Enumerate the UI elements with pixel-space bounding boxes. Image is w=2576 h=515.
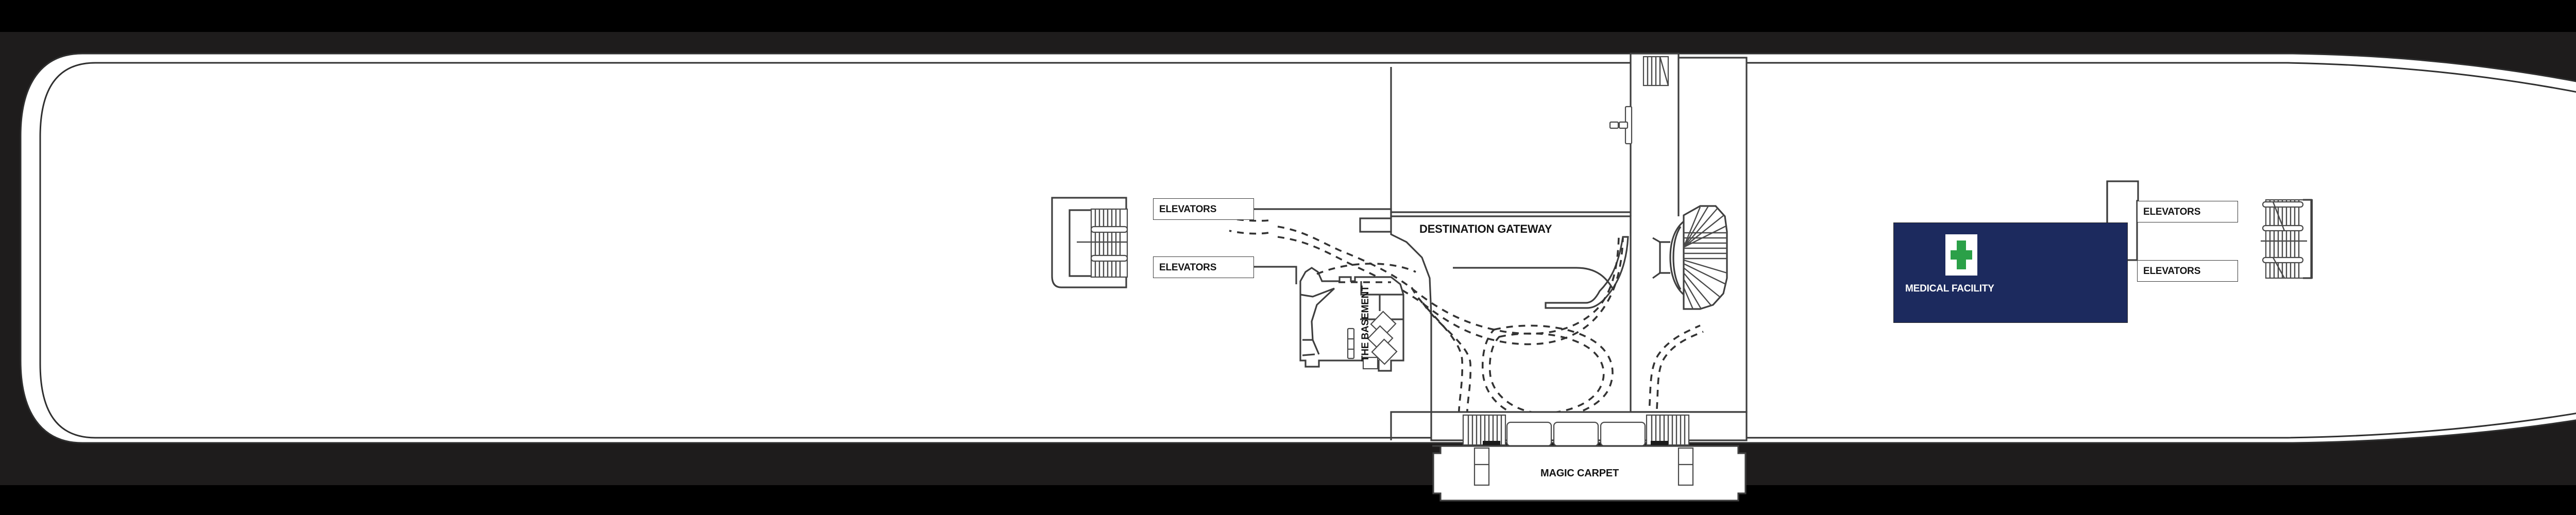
elevator-bank-aft-lower-label: ELEVATORS [2143,266,2201,277]
elevator-bank-fwd-lower-label: ELEVATORS [1159,262,1217,273]
elevator-bank-fwd-lower[interactable]: ELEVATORS [1153,256,1254,278]
elevator-bank-aft-upper[interactable]: ELEVATORS [2137,201,2238,222]
elevator-bank-aft-lower[interactable]: ELEVATORS [2137,260,2238,282]
elevator-bank-fwd-upper-label: ELEVATORS [1159,204,1217,215]
medical-cross-icon [1945,234,1977,276]
the-basement-label: THE BASEMENT [1360,285,1371,362]
magic-carpet-label: MAGIC CARPET [1540,468,1619,479]
elevator-bank-aft-upper-label: ELEVATORS [2143,207,2201,217]
destination-gateway-label: DESTINATION GATEWAY [1419,222,1552,235]
medical-facility-panel[interactable]: MEDICAL FACILITY [1893,222,2128,323]
medical-facility-label: MEDICAL FACILITY [1905,283,1994,294]
elevator-bank-fwd-upper[interactable]: ELEVATORS [1153,198,1254,220]
